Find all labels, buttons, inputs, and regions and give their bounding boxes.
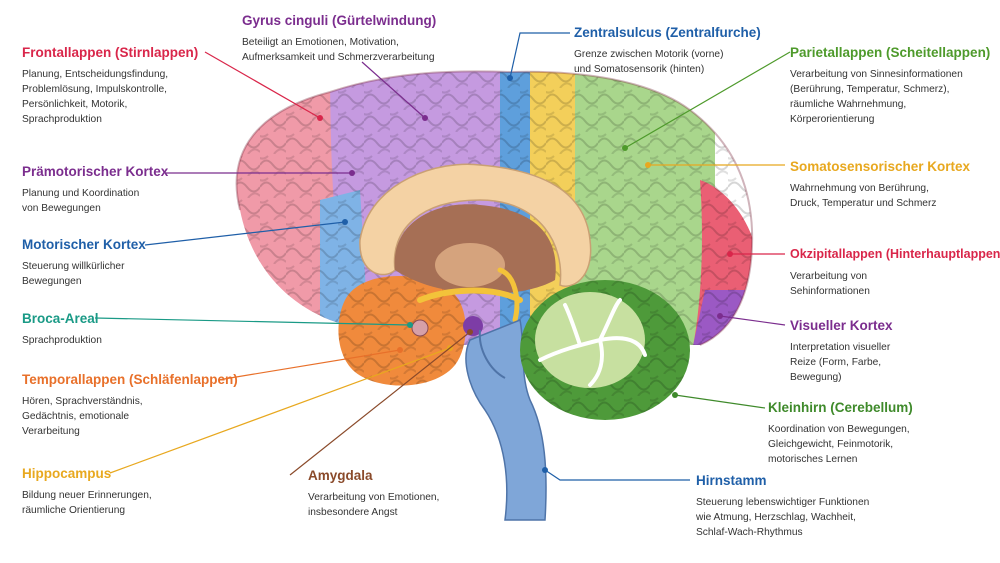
label-somatosensory-cortex: Somatosensorischer Kortex Wahrnehmung vo… xyxy=(790,158,995,211)
label-motor-cortex: Motorischer Kortex Steuerung willkürlich… xyxy=(22,236,282,289)
cerebellum-desc: Koordination von Bewegungen, Gleichgewic… xyxy=(768,424,910,465)
premotor-cortex-title: Prämotorischer Kortex xyxy=(22,164,169,179)
central-sulcus-desc: Grenze zwischen Motorik (vorne) und Soma… xyxy=(574,49,724,75)
motor-cortex-desc: Steuerung willkürlicher Bewegungen xyxy=(22,261,125,287)
label-central-sulcus: Zentralsulcus (Zentralfurche) Grenze zwi… xyxy=(574,24,834,77)
amygdala-title: Amygdala xyxy=(308,468,373,483)
label-hippocampus: Hippocampus Bildung neuer Erinnerungen, … xyxy=(22,465,282,518)
occipital-lobe-title: Okzipitallappen (Hinterhauptlappen) xyxy=(790,247,1000,261)
label-visual-cortex: Visueller Kortex Interpretation visuelle… xyxy=(790,317,995,385)
label-cingulate-gyrus: Gyrus cinguli (Gürtelwindung) Beteiligt … xyxy=(242,12,522,65)
hippocampus-desc: Bildung neuer Erinnerungen, räumliche Or… xyxy=(22,490,152,516)
cingulate-gyrus-title: Gyrus cinguli (Gürtelwindung) xyxy=(242,13,437,28)
label-premotor-cortex: Prämotorischer Kortex Planung und Koordi… xyxy=(22,163,282,216)
label-frontal-lobe: Frontallappen (Stirnlappen) Planung, Ent… xyxy=(22,44,282,127)
label-parietal-lobe: Parietallappen (Scheitellappen) Verarbei… xyxy=(790,44,995,127)
frontal-lobe-title: Frontallappen (Stirnlappen) xyxy=(22,45,199,60)
temporal-lobe-desc: Hören, Sprachverständnis, Gedächtnis, em… xyxy=(22,396,143,437)
broca-area-title: Broca-Areal xyxy=(22,311,99,326)
frontal-lobe-desc: Planung, Entscheidungsfindung, Problemlö… xyxy=(22,69,169,125)
brainstem xyxy=(465,318,547,521)
parietal-lobe-desc: Verarbeitung von Sinnesinformationen (Be… xyxy=(790,69,963,125)
visual-cortex-desc: Interpretation visueller Reize (Form, Fa… xyxy=(790,342,891,383)
cerebellum-title: Kleinhirn (Cerebellum) xyxy=(768,400,913,415)
amygdala-desc: Verarbeitung von Emotionen, insbesondere… xyxy=(308,492,440,518)
central-sulcus-title: Zentralsulcus (Zentralfurche) xyxy=(574,25,761,40)
somatosensory-cortex-title: Somatosensorischer Kortex xyxy=(790,159,971,174)
cingulate-gyrus-desc: Beteiligt an Emotionen, Motivation, Aufm… xyxy=(242,37,435,63)
parietal-lobe-title: Parietallappen (Scheitellappen) xyxy=(790,45,991,60)
deep-structures xyxy=(359,163,592,337)
somatosensory-cortex-desc: Wahrnehmung von Berührung, Druck, Temper… xyxy=(790,183,937,209)
premotor-cortex-desc: Planung und Koordination von Bewegungen xyxy=(22,188,140,214)
occipital-lobe-desc: Verarbeitung von Sehinformationen xyxy=(790,271,870,297)
brainstem-desc: Steuerung lebenswichtiger Funktionen wie… xyxy=(696,497,870,538)
hippocampus-title: Hippocampus xyxy=(22,466,112,481)
visual-cortex-title: Visueller Kortex xyxy=(790,318,893,333)
label-occipital-lobe: Okzipitallappen (Hinterhauptlappen) Vera… xyxy=(790,246,1000,299)
temporal-lobe-title: Temporallappen (Schläfenlappen) xyxy=(22,372,238,387)
motor-cortex-title: Motorischer Kortex xyxy=(22,237,146,252)
label-temporal-lobe: Temporallappen (Schläfenlappen) Hören, S… xyxy=(22,371,282,439)
cerebellum xyxy=(520,280,690,420)
leader-lines xyxy=(94,32,791,481)
temporal-lobe xyxy=(338,276,466,386)
label-amygdala: Amygdala Verarbeitung von Emotionen, ins… xyxy=(308,467,568,520)
label-broca-area: Broca-Areal Sprachproduktion xyxy=(22,310,282,348)
brainstem-title: Hirnstamm xyxy=(696,473,767,488)
label-brainstem: Hirnstamm Steuerung lebenswichtiger Funk… xyxy=(696,472,926,540)
label-cerebellum: Kleinhirn (Cerebellum) Koordination von … xyxy=(768,399,993,467)
broca-area-desc: Sprachproduktion xyxy=(22,335,102,346)
